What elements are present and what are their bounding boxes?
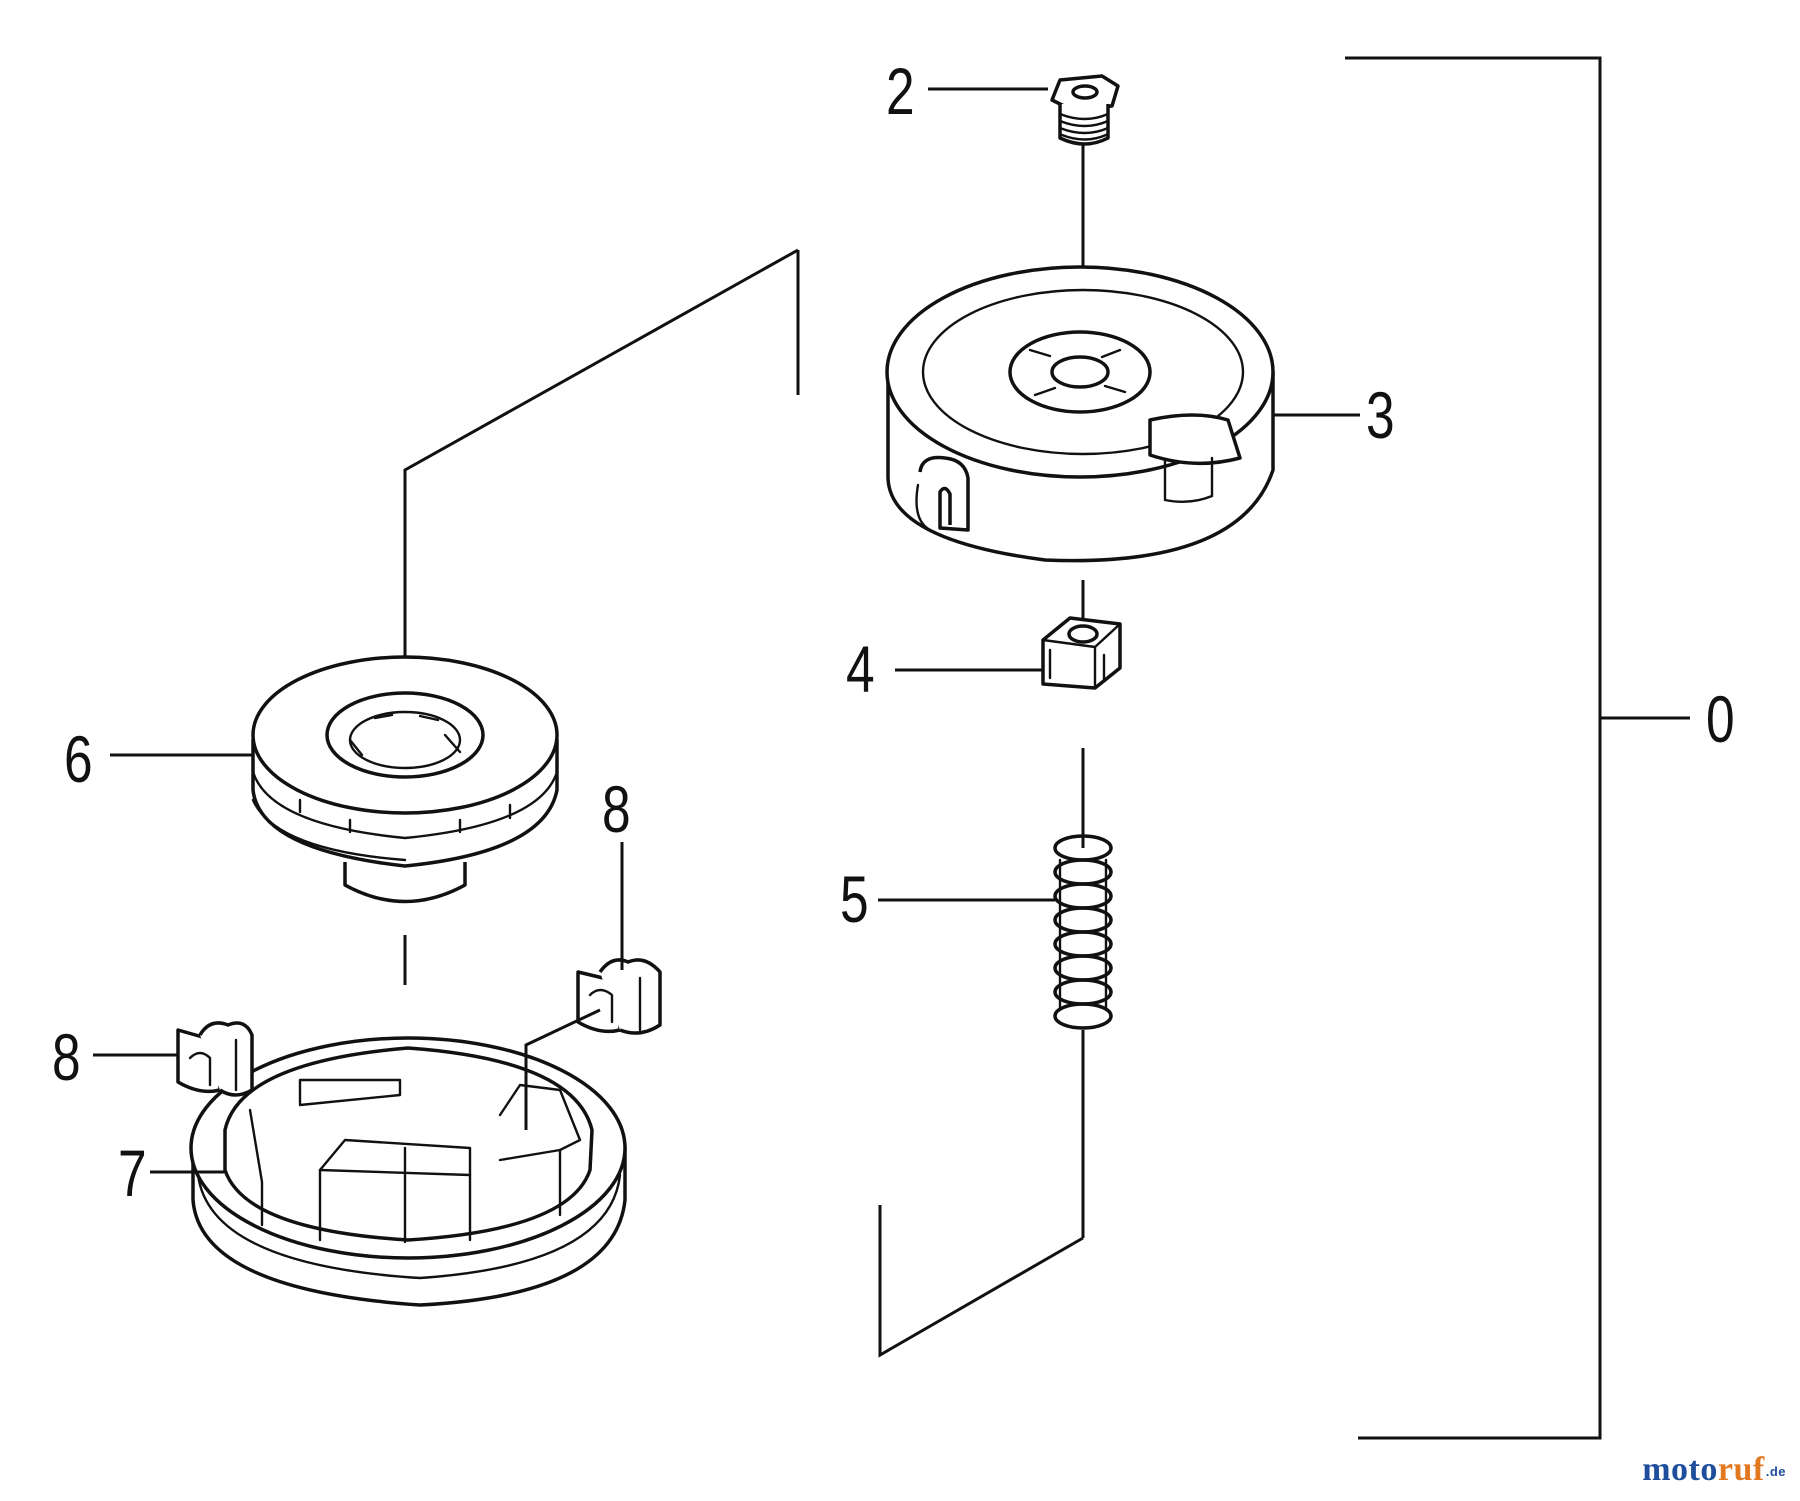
part-6-spool [251, 655, 559, 904]
callout-7: 7 [118, 1136, 147, 1210]
watermark-part1: moto [1642, 1451, 1718, 1488]
assembly-bracket [1345, 56, 1690, 1440]
part-3-cover [885, 265, 1275, 563]
callout-8-right: 8 [602, 772, 631, 846]
callout-3: 3 [1366, 378, 1395, 452]
callout-8-left: 8 [52, 1020, 81, 1094]
part-7-housing [189, 1036, 627, 1307]
callout-leaders [93, 87, 1360, 1174]
watermark-suffix: .de [1765, 1464, 1786, 1479]
part-8-eyelet-left [176, 1021, 254, 1097]
watermark-part2: ruf [1717, 1451, 1765, 1488]
callout-4: 4 [846, 632, 875, 706]
part-8-eyelet-right [576, 958, 662, 1035]
callout-0: 0 [1706, 682, 1735, 756]
part-2-hex-bolt [1050, 74, 1120, 146]
callout-2: 2 [886, 54, 915, 128]
callout-6: 6 [64, 722, 93, 796]
part-5-spring [1053, 834, 1113, 1030]
part-4-nut [1041, 616, 1122, 690]
watermark-logo: motoruf.de [1642, 1451, 1786, 1489]
callout-5: 5 [840, 862, 869, 936]
